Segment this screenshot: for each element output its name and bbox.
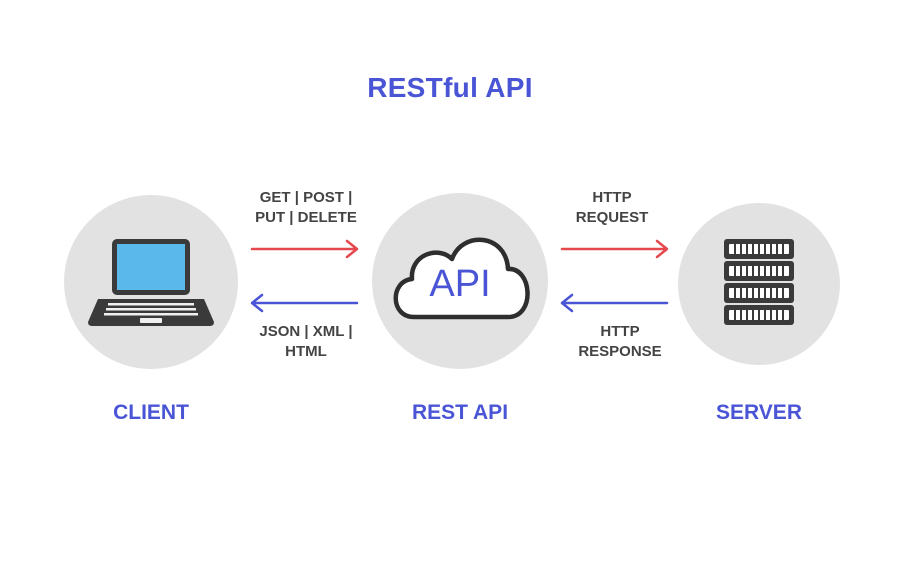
arrow-right-icon <box>560 239 669 259</box>
server-response-label-line1: HTTP <box>600 323 640 340</box>
client-label: CLIENT <box>113 401 189 424</box>
server-request-label-line2: REQUEST <box>575 209 649 226</box>
client-request-label: GET | POST | PUT | DELETE <box>231 188 381 228</box>
client-request-label-line1: GET | POST | <box>259 189 353 206</box>
laptop-icon <box>88 239 214 326</box>
client-response-label-line1: JSON | XML | <box>259 323 353 340</box>
client-response-label-line2: HTML <box>285 343 327 360</box>
server-request-label: HTTP REQUEST <box>537 188 687 228</box>
rest-api-label: REST API <box>411 401 509 424</box>
server-response-label-line2: RESPONSE <box>578 343 662 360</box>
client-request-label-line2: PUT | DELETE <box>255 209 357 226</box>
cloud-icon-text: API <box>429 263 491 305</box>
server-request-label-line1: HTTP <box>592 189 632 206</box>
server-response-label: HTTP RESPONSE <box>545 322 695 362</box>
server-rack-icon <box>724 239 794 325</box>
rest-api-node: API <box>372 193 548 369</box>
arrow-right-icon <box>250 239 359 259</box>
diagram-title: RESTful API <box>367 72 533 103</box>
server-node <box>678 203 840 365</box>
arrow-left-icon <box>250 293 359 313</box>
arrow-left-icon <box>560 293 669 313</box>
server-label: SERVER <box>716 401 802 424</box>
cloud-icon <box>393 237 530 320</box>
client-node <box>64 195 238 369</box>
client-response-label: JSON | XML | HTML <box>231 322 381 362</box>
